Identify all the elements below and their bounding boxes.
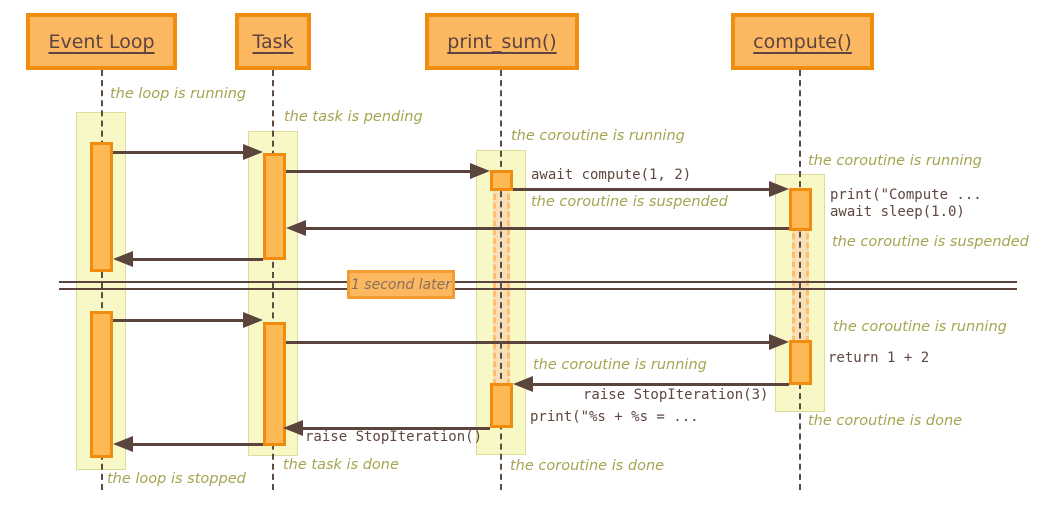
divider-label: 1 second later: [350, 276, 452, 293]
note-loop-stopped: the loop is stopped: [107, 471, 246, 487]
arrow-task-to-print-sum: [286, 163, 490, 179]
arrowhead-icon: [470, 163, 490, 179]
divider-line-bottom: [59, 288, 1017, 290]
message-print-compute: print("Compute ...: [830, 187, 982, 203]
arrow-compute-to-print-sum: [513, 376, 789, 392]
message-raise-stopiteration-3: raise StopIteration(3): [583, 387, 769, 403]
note-task-done: the task is done: [283, 457, 399, 473]
arrowhead-icon: [769, 334, 789, 350]
arrowhead-icon: [513, 376, 533, 392]
arrow-task-to-loop-1: [113, 251, 263, 267]
activation-event-loop-1: [90, 142, 113, 272]
message-await-compute: await compute(1, 2): [531, 167, 692, 183]
message-return-sum: return 1 + 2: [828, 350, 930, 366]
lifeline-compute: [799, 70, 801, 490]
divider-line-top: [59, 281, 1017, 283]
participant-compute: compute(): [731, 13, 874, 70]
arrow-task-to-loop-2: [113, 436, 263, 452]
note-compute-done: the coroutine is done: [808, 413, 963, 429]
note-loop-running: the loop is running: [110, 86, 247, 102]
arrow-loop-to-task-1: [113, 144, 263, 160]
note-print-sum-done: the coroutine is done: [510, 458, 665, 474]
arrow-loop-to-task-2: [113, 312, 263, 328]
arrowhead-icon: [113, 436, 133, 452]
activation-print-sum-2: [490, 383, 513, 428]
arrowhead-icon: [769, 181, 789, 197]
lifeline-event-loop: [101, 70, 103, 490]
arrow-print-sum-to-compute: [513, 181, 789, 197]
note-print-sum-suspended: the coroutine is suspended: [531, 194, 728, 210]
divider-badge: 1 second later: [347, 270, 455, 299]
note-task-pending: the task is pending: [284, 109, 423, 125]
note-compute-running-2: the coroutine is running: [833, 319, 1007, 335]
note-compute-running-1: the coroutine is running: [808, 153, 982, 169]
arrow-compute-to-task: [286, 220, 789, 236]
lifeline-print-sum: [500, 70, 502, 490]
arrow-print-sum-to-task: [283, 420, 490, 436]
arrowhead-icon: [243, 144, 263, 160]
participant-label: Event Loop: [48, 30, 155, 53]
arrow-task-to-compute: [286, 334, 789, 350]
participant-label: print_sum(): [447, 30, 557, 53]
note-print-sum-running-1: the coroutine is running: [511, 128, 685, 144]
participant-event-loop: Event Loop: [26, 13, 177, 70]
participant-print-sum: print_sum(): [425, 13, 579, 70]
note-print-sum-running-2: the coroutine is running: [533, 357, 707, 373]
message-print-result: print("%s + %s = ...: [530, 409, 699, 425]
participant-label: compute(): [753, 30, 852, 53]
arrowhead-icon: [113, 251, 133, 267]
participant-label: Task: [252, 30, 294, 53]
message-raise-stopiteration: raise StopIteration(): [305, 429, 483, 445]
activation-compute-1: [789, 188, 812, 231]
participant-task: Task: [235, 13, 311, 70]
activation-compute-2: [789, 340, 812, 385]
activation-print-sum-1: [490, 170, 513, 191]
arrowhead-icon: [243, 312, 263, 328]
activation-task-1: [263, 153, 286, 260]
arrowhead-icon: [283, 420, 303, 436]
activation-task-2: [263, 322, 286, 446]
note-compute-suspended: the coroutine is suspended: [832, 234, 1029, 250]
message-await-sleep: await sleep(1.0): [830, 204, 965, 220]
lifeline-task: [272, 70, 274, 490]
activation-event-loop-2: [90, 311, 113, 458]
arrowhead-icon: [286, 220, 306, 236]
